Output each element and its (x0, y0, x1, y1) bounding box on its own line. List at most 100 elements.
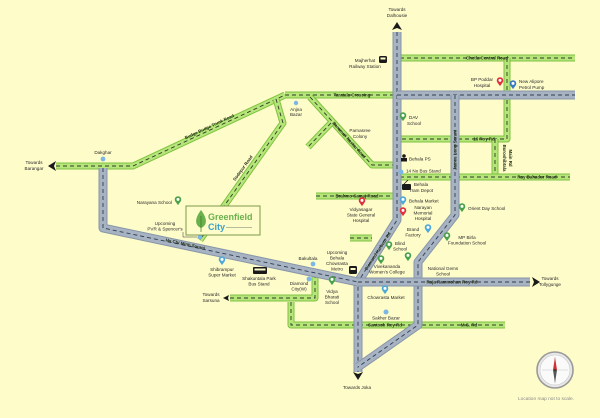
road-label-banamali: Banamali Naskar Road (331, 121, 367, 160)
tram-depot-label-1: Behala (414, 182, 429, 187)
arrow-left-icon (223, 295, 229, 301)
behala-ps-label: Behala PS (409, 157, 431, 162)
road-ho-chi-minh (98, 168, 359, 287)
greenfield-city-logo[interactable]: Greenfield City (185, 205, 261, 236)
pvr-label-1: Upcoming (155, 221, 176, 226)
towards-dalhousie-1: Towards (388, 7, 406, 12)
chowrasta-market-label: Chowrasta Market (367, 295, 405, 300)
road-label-chetla: Chetla Central Road (466, 56, 508, 61)
school-pin-icon (404, 252, 412, 262)
dav-label-1: DAV (409, 115, 419, 120)
bus-stand-14-label: 14 No Bus Stand (406, 169, 441, 174)
pvr-label-2: PVR & Spencer's (147, 227, 183, 232)
petrol-pump-label-2: Petrol Pump (519, 85, 545, 90)
blind-label-1: Blind (395, 241, 406, 246)
petrol-pump-label-1: New Alipore (519, 79, 544, 84)
market-pin-icon (424, 224, 432, 234)
shibrampur-label-1: Shibrampur (210, 267, 234, 272)
dakghar-label: Dakghar (94, 150, 112, 155)
road-label-santosh-roy: Santosh Roy Rd (368, 323, 402, 328)
towards-dalhousie-2: Dalhousie (387, 13, 408, 18)
vidya-bharati-label-1: Vidya (326, 289, 338, 294)
brand-factory-label-1: Brand (407, 227, 420, 232)
narayan-label-2: Memorial (414, 211, 433, 216)
road-label-ray-bahadur: Ray Bahadur Road (517, 175, 557, 180)
vidyasagar-label-3: Hospital (353, 218, 370, 223)
majherhat-label-2: Railway Station (349, 64, 381, 69)
bakultala-label: Bakultala (299, 256, 318, 261)
road-label-buroshibtala-2: Main Rd (508, 149, 513, 166)
vivekananda-label-2: Women's College (369, 270, 405, 275)
road-sodepur (197, 98, 287, 243)
dot-icon (383, 309, 389, 315)
diamond-city-label-1: Diamond (290, 281, 309, 286)
compass-icon (536, 351, 574, 389)
hospital-pin-icon (496, 77, 504, 87)
towards-tollygunge-1: Towards (541, 276, 559, 281)
dot-icon (293, 100, 299, 106)
shakuntala-label-2: Bus Stand (248, 282, 270, 287)
towards-tollygunge-2: Tollygunge (539, 282, 561, 287)
police-icon (401, 154, 407, 162)
dot-icon (100, 156, 106, 162)
towards-barangar-1: Towards (25, 160, 43, 165)
anjana-label-2: Bazar (290, 112, 302, 117)
orient-label: Orient Day School (468, 206, 505, 211)
road-label-james-long: James Long Sarani (453, 130, 458, 170)
metro-label-4: Metro (331, 267, 343, 272)
arrow-up-icon (392, 22, 402, 30)
vidya-bharati-label-3: School (325, 300, 339, 305)
bp-poddar-label-2: Hospital (474, 83, 491, 88)
towards-sarsuna-2: Sarsuna (202, 298, 220, 303)
vidya-bharati-label-2: Bharati (325, 295, 340, 300)
mp-birla-label-2: Foundation School (448, 241, 486, 246)
diamond-city-label-2: City(W) (291, 287, 307, 292)
dav-label-2: School (407, 121, 421, 126)
vidyasagar-label-1: Vidyasagar (350, 207, 373, 212)
anjana-label-1: Anjna (290, 107, 302, 112)
direction-markers: Towards Dalhousie Towards Barangar Towar… (25, 7, 562, 390)
road-label-buroshibtala-1: Buroshibtala (502, 145, 507, 172)
road-label-brahmo-samaj: Brahmo Samaj Road (336, 194, 379, 199)
tram-depot-label-2: Tram Depot (409, 188, 434, 193)
school-pin-icon (385, 241, 393, 251)
parnasree-label-2: Colony (353, 134, 368, 139)
landmarks: Majherhat Railway Station BP Poddar Hosp… (94, 56, 545, 321)
road-chetla-link (400, 58, 511, 143)
dot-icon (197, 234, 203, 240)
behala-market-label: Behala Market (409, 199, 439, 204)
national-gems-label-1: National Gems (428, 266, 459, 271)
minor-roads (56, 54, 575, 329)
narayana-label: Narayana School (137, 200, 172, 205)
petrol-pin-icon (509, 80, 517, 90)
road-label-mg: M.G. Rd (461, 323, 478, 328)
leaf-icon (196, 210, 206, 232)
tram-icon (402, 179, 411, 190)
road-label-16-roy: 16 Roy Rd (473, 137, 495, 142)
mp-birla-label-1: MP Birla (458, 235, 476, 240)
brand-factory-label-2: Factory (405, 233, 421, 238)
vivekananda-label-1: Vivekananda (374, 264, 401, 269)
road-diamond-harbour (353, 32, 402, 372)
road-james-long (355, 95, 460, 371)
train-icon (379, 56, 387, 63)
road-banamali (307, 94, 396, 169)
school-pin-icon (377, 255, 385, 265)
dot-icon (398, 169, 404, 175)
main-roads (98, 32, 575, 372)
metro-label-2: Behala (330, 256, 345, 261)
shibrampur-label-2: Super Market (208, 273, 236, 278)
market-pin-icon (381, 285, 389, 295)
arrow-down-icon (353, 372, 363, 380)
metro-icon (349, 266, 357, 274)
hospital-pin-icon (358, 197, 366, 207)
towards-barangar-2: Barangar (25, 166, 44, 171)
road-label-taratala: Taratala Crossing (334, 93, 371, 98)
road-label-budge-budge: Budge Budge Trunk Road (184, 113, 235, 140)
metro-label-3: Chowrasta (326, 261, 348, 266)
majherhat-label-1: Majherhat (355, 58, 376, 63)
parnasree-label-1: Parnasree (349, 128, 371, 133)
footnote: Location map not to scale. (518, 396, 574, 402)
school-pin-icon (328, 276, 336, 286)
